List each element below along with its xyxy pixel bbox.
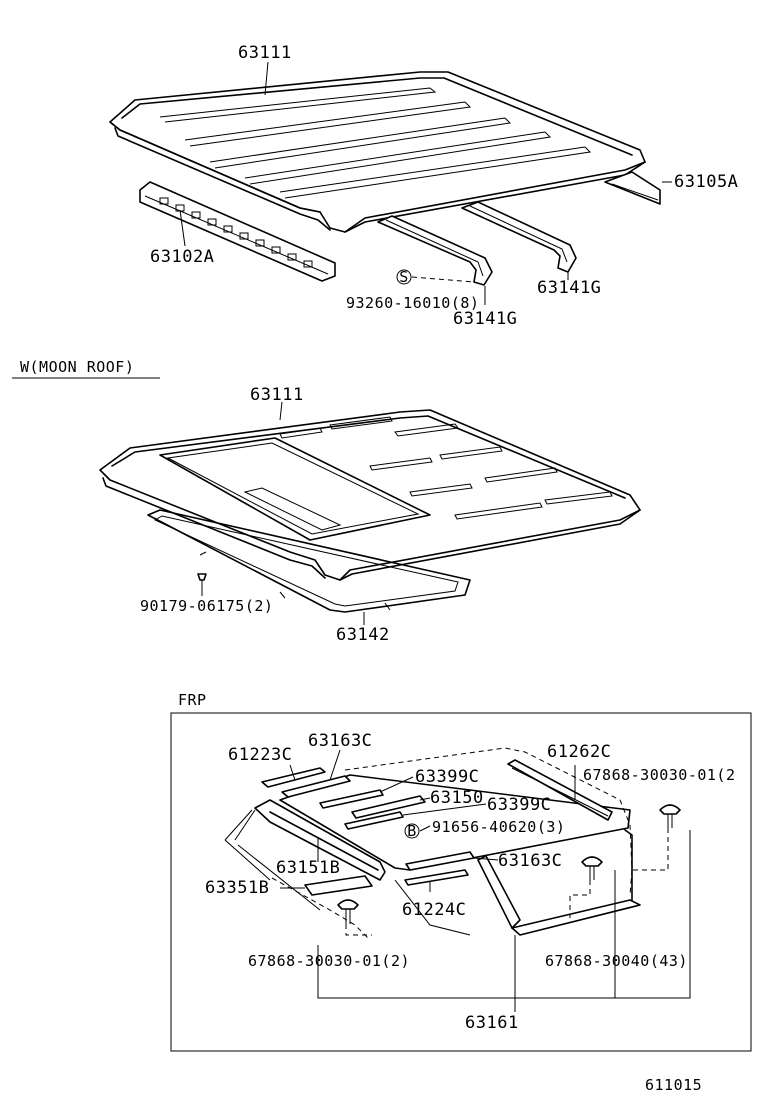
bolt-marker-label: S <box>399 268 409 286</box>
bolt-marker-s: S <box>396 268 475 286</box>
clip-67868-mid <box>569 856 603 918</box>
clip-67868-right-top <box>630 804 681 871</box>
footer-code: 611015 <box>645 1076 702 1094</box>
bolt-marker-b: B <box>404 822 420 840</box>
leader-63163c-top <box>329 749 341 781</box>
label-63163c-top: 63163C <box>308 731 372 751</box>
strip-61224c <box>404 869 469 886</box>
strip-61223c <box>261 767 326 788</box>
strip-63163c-mid <box>405 851 475 871</box>
label-clip-left: 67868-30030-01(2) <box>248 952 410 970</box>
moon-roof-frame <box>147 509 471 613</box>
bolt-b-label: B <box>407 822 417 840</box>
leader-63111-top <box>264 61 269 96</box>
plate-63351b <box>304 875 373 896</box>
strip-63399c-a <box>319 789 384 809</box>
leader-bolt-b <box>419 825 431 832</box>
heading-frp: FRP <box>178 691 207 709</box>
leader-63399c-b <box>402 803 487 816</box>
label-61223c: 61223C <box>228 745 292 765</box>
leader-63150 <box>419 797 431 801</box>
label-clip-right-top: 67868-30030-01(2 <box>583 766 736 784</box>
roof-bow-front <box>377 215 493 286</box>
front-header-63102a <box>139 181 336 282</box>
clip-90179 <box>197 573 207 596</box>
label-63150: 63150 <box>430 788 484 808</box>
label-63399c-a: 63399C <box>415 767 479 787</box>
label-bow-rear: 63141G <box>537 278 601 298</box>
label-63351b: 63351B <box>205 878 269 898</box>
leader-63399c-a <box>379 776 414 793</box>
strip-63163c-top <box>281 775 351 798</box>
leader-61223c <box>289 764 296 781</box>
side-rail-63105a <box>604 171 661 205</box>
label-moon-clip: 90179-06175(2) <box>140 597 273 615</box>
leader-63111-moon <box>279 401 283 421</box>
roof-panel-top <box>109 71 646 233</box>
rail-61262c <box>507 759 613 821</box>
frp-hardtop <box>234 747 641 941</box>
clip-67868-left <box>337 899 372 936</box>
label-side-rail: 63105A <box>674 172 738 192</box>
label-bow-front: 63141G <box>453 309 517 329</box>
label-63151b: 63151B <box>276 858 340 878</box>
heading-moon-roof: W(MOON ROOF) <box>20 358 134 376</box>
roof-panel-moon <box>99 409 641 581</box>
label-63399c-b: 63399C <box>487 795 551 815</box>
label-front-header: 63102A <box>150 247 214 267</box>
label-bolt-91656: 91656-40620(3) <box>432 818 565 836</box>
label-63163c-mid: 63163C <box>498 851 562 871</box>
label-bolt: 93260-16010(8) <box>346 294 479 312</box>
label-moon-frame: 63142 <box>336 625 390 645</box>
strip-63150 <box>351 795 426 819</box>
leader-63102a <box>179 209 186 247</box>
label-61224c: 61224C <box>402 900 466 920</box>
label-clip-right: 67868-30040(43) <box>545 952 688 970</box>
label-roof-panel: 63111 <box>238 43 292 63</box>
frp-box <box>170 712 752 1052</box>
label-63161: 63161 <box>465 1013 519 1033</box>
leader-63163c-mid <box>473 857 499 861</box>
leader-63161 <box>317 830 691 999</box>
leader-63351b-a <box>224 809 271 881</box>
strip-63399c-b <box>344 811 404 830</box>
label-61262c: 61262C <box>547 742 611 762</box>
label-moon-roof-panel: 63111 <box>250 385 304 405</box>
